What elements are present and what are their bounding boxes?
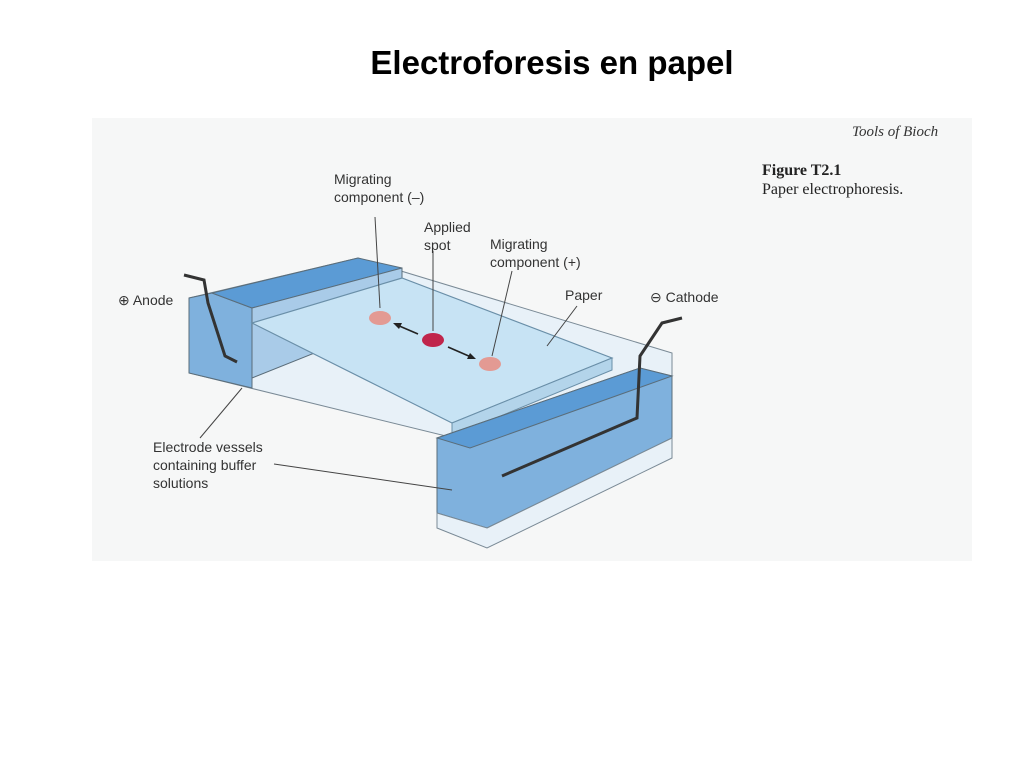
label-migrating-positive-1: Migrating — [490, 236, 548, 252]
arrow-right-line — [447, 346, 472, 358]
figure-caption-text: Paper electrophoresis. — [762, 181, 903, 198]
book-header: Tools of Bioch — [852, 124, 938, 140]
label-vessels-1: Electrode vessels — [153, 439, 263, 455]
arrow-right-head — [467, 353, 476, 359]
label-vessels-2: containing buffer — [153, 457, 257, 473]
label-vessels-3: solutions — [153, 475, 208, 491]
label-migrating-negative-1: Migrating — [334, 171, 392, 187]
arrow-left-head — [393, 323, 402, 329]
label-anode: ⊕ Anode — [118, 292, 174, 308]
cathode-wire — [501, 316, 683, 478]
leader-paper — [546, 305, 578, 347]
slide-title: Electroforesis en papel — [370, 44, 734, 81]
label-applied-spot-1: Applied — [424, 219, 471, 235]
leader-migrating-negative — [374, 216, 381, 309]
migrating-positive-spot — [479, 357, 501, 371]
paper-edge — [451, 357, 613, 437]
label-applied-spot-2: spot — [424, 237, 451, 253]
leader-vessel-cathode — [273, 463, 453, 491]
anode-wire — [183, 273, 238, 364]
electrophoresis-diagram: Tools of Bioch Figure T2.1 Paper electro… — [92, 118, 972, 561]
label-cathode: ⊖ Cathode — [650, 289, 719, 305]
migrating-negative-spot — [369, 311, 391, 325]
electrophoresis-figure: Tools of Bioch Figure T2.1 Paper electro… — [92, 118, 972, 561]
leader-vessel-anode — [199, 387, 243, 439]
label-migrating-positive-2: component (+) — [490, 254, 581, 270]
arrow-left-line — [396, 324, 419, 335]
label-paper: Paper — [565, 287, 603, 303]
leader-migrating-positive — [491, 270, 513, 357]
figure-caption-number: Figure T2.1 — [762, 162, 841, 179]
cathode-buffer-surface — [435, 367, 674, 449]
applied-spot — [422, 333, 444, 347]
tray-front-wall — [436, 437, 673, 549]
label-migrating-negative-2: component (–) — [334, 189, 424, 205]
